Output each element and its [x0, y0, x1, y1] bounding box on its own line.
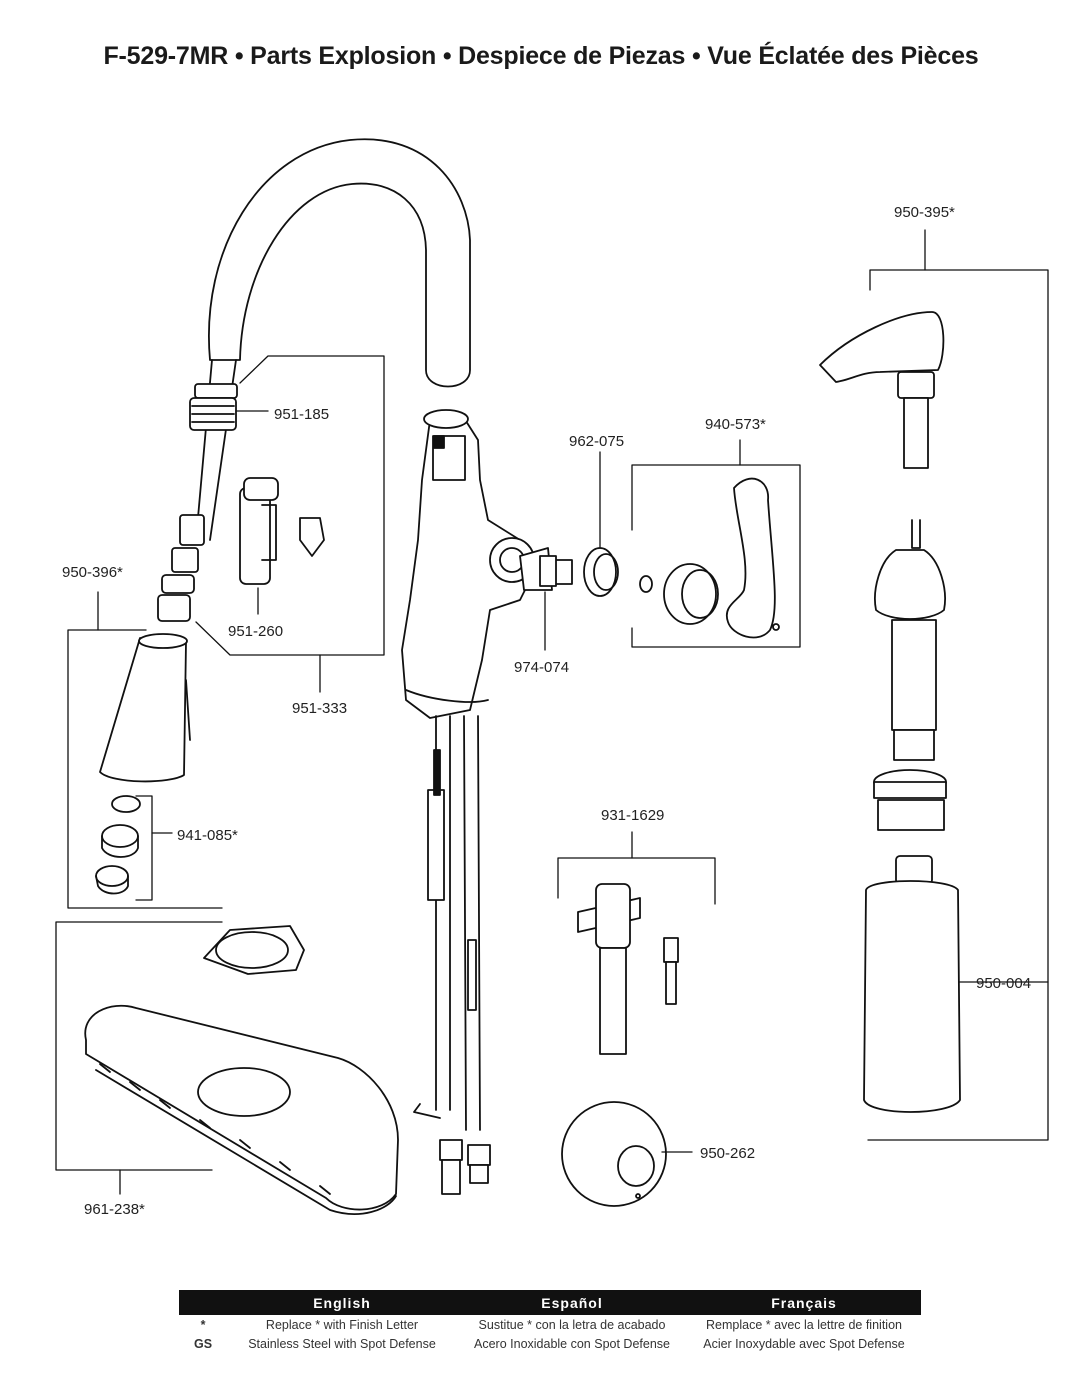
part-940-573-handle [639, 477, 780, 639]
part-974-074-cartridge [519, 547, 573, 591]
legend-symbol: GS [193, 1336, 213, 1351]
spray-head [99, 633, 191, 783]
part-950-395-soap-pump [819, 311, 945, 549]
legend-fr: Remplace * avec la lettre de finition [706, 1317, 902, 1332]
spout [208, 138, 471, 388]
legend-en: Stainless Steel with Spot Defense [248, 1336, 436, 1351]
label-962-075: 962-075 [569, 433, 624, 450]
legend-fr: Acier Inoxydable avec Spot Defense [703, 1336, 905, 1351]
label-950-262: 950-262 [700, 1145, 755, 1162]
legend-header: English Español Français [179, 1290, 921, 1315]
part-931-1629-mounting-tool [577, 883, 679, 1055]
label-951-333: 951-333 [292, 700, 347, 717]
label-950-396: 950-396* [62, 564, 123, 581]
label-950-004: 950-004 [976, 975, 1031, 992]
legend-table: English Español Français * Replace * wit… [179, 1290, 921, 1353]
legend-symbol: * [200, 1317, 206, 1332]
label-941-085: 941-085* [177, 827, 238, 844]
legend-row: * Replace * with Finish Letter Sustitue … [179, 1315, 921, 1334]
part-951-260-check-valve [239, 477, 325, 585]
part-961-238-deck-plate [84, 925, 399, 1215]
part-950-004-soap-dispenser [863, 549, 961, 1113]
page-title: F-529-7MR • Parts Explosion • Despiece d… [103, 42, 979, 70]
faucet-body [401, 409, 541, 1195]
label-961-238: 961-238* [84, 1201, 145, 1218]
hose-assembly [157, 359, 238, 622]
legend-row: GS Stainless Steel with Spot Defense Ace… [179, 1334, 921, 1353]
label-940-573: 940-573* [705, 416, 766, 433]
label-951-260: 951-260 [228, 623, 283, 640]
legend-es: Sustitue * con la letra de acabado [478, 1317, 666, 1332]
label-951-185: 951-185 [274, 406, 329, 423]
part-950-262-ball [561, 1101, 667, 1207]
part-962-075-bonnet-nut [583, 547, 619, 597]
legend-es: Acero Inoxidable con Spot Defense [474, 1336, 670, 1351]
legend-header-espanol: Español [541, 1294, 603, 1311]
label-931-1629: 931-1629 [601, 807, 664, 824]
label-974-074: 974-074 [514, 659, 569, 676]
legend-header-english: English [313, 1294, 371, 1311]
label-950-395: 950-395* [894, 204, 955, 221]
legend-en: Replace * with Finish Letter [265, 1317, 419, 1332]
legend-header-francais: Français [771, 1294, 837, 1311]
callout-lines [55, 229, 1049, 1195]
part-941-085-aerator [95, 795, 141, 895]
